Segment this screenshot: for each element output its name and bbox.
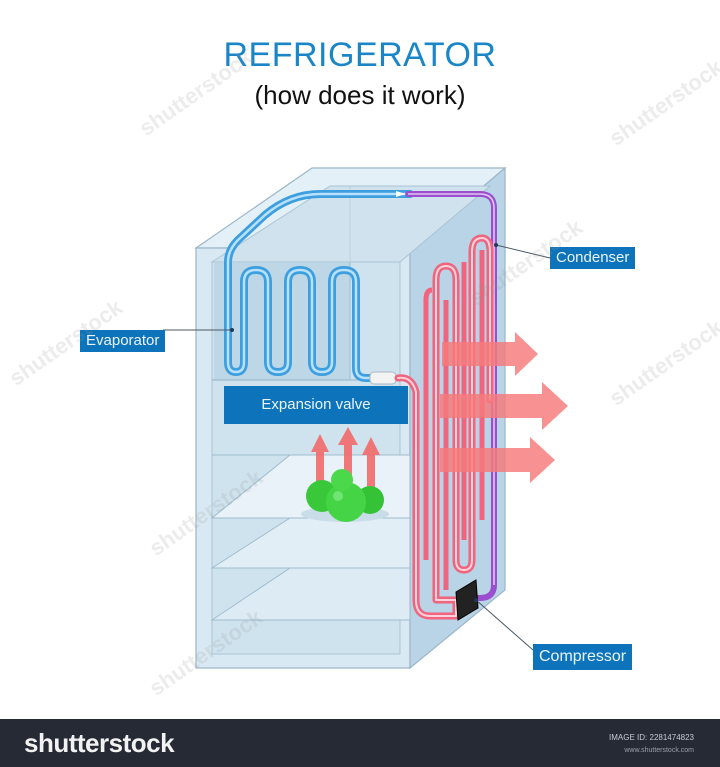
image-id: IMAGE ID: 2281474823: [609, 733, 694, 742]
condenser-label: Condenser: [550, 247, 636, 269]
subtitle: (how does it work): [254, 80, 466, 110]
heat-out-arrows: [440, 332, 568, 483]
footer-bar: shutterstock IMAGE ID: 2281474823 www.sh…: [0, 719, 720, 767]
expansion-valve-label: Expansion valve: [224, 386, 408, 424]
evaporator-label: Evaporator: [80, 330, 166, 352]
compressor-part: [455, 579, 479, 621]
expansion-valve-part: [369, 371, 397, 385]
refrigerator-diagram: [163, 166, 568, 670]
heat-up-arrows: [311, 427, 380, 487]
compressor-label: Compressor: [533, 644, 633, 670]
title: REFRIGERATOR: [223, 36, 497, 74]
brand-logo[interactable]: shutterstock: [24, 728, 175, 758]
apples-icon: [301, 469, 389, 522]
site-url[interactable]: www.shutterstock.com: [624, 747, 694, 754]
